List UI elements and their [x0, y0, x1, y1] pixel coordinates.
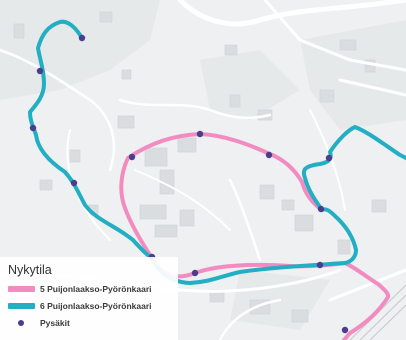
stop-marker[interactable] [128, 153, 136, 161]
stop-marker[interactable] [341, 326, 349, 334]
route-6-swatch [8, 302, 35, 309]
terrain-shading [0, 0, 406, 330]
stop-marker[interactable] [70, 179, 78, 187]
stop-swatch-icon [18, 319, 24, 326]
legend-item-stops: Pysäkit [8, 316, 170, 329]
route-5-swatch [8, 285, 35, 292]
stop-marker[interactable] [78, 34, 86, 42]
stop-marker[interactable] [316, 261, 324, 269]
stop-marker[interactable] [325, 154, 333, 162]
legend-item-route-6: 6 Puijonlaakso-Pyörönkaari [8, 299, 170, 312]
stop-marker[interactable] [191, 269, 199, 277]
bus-stops [29, 34, 349, 334]
legend-label-route-6: 6 Puijonlaakso-Pyörönkaari [40, 300, 152, 311]
map-legend: Nykytila 5 Puijonlaakso-Pyörönkaari 6 Pu… [0, 257, 178, 340]
stop-marker[interactable] [196, 130, 204, 138]
stop-marker[interactable] [29, 124, 37, 132]
legend-item-route-5: 5 Puijonlaakso-Pyörönkaari [8, 282, 170, 295]
legend-label-stops: Pysäkit [40, 317, 70, 328]
stop-marker[interactable] [265, 151, 273, 159]
stop-marker[interactable] [36, 67, 44, 75]
route-6-line[interactable] [28, 19, 406, 285]
legend-label-route-5: 5 Puijonlaakso-Pyörönkaari [40, 283, 152, 294]
stop-marker[interactable] [317, 205, 325, 213]
legend-title: Nykytila [8, 263, 52, 277]
